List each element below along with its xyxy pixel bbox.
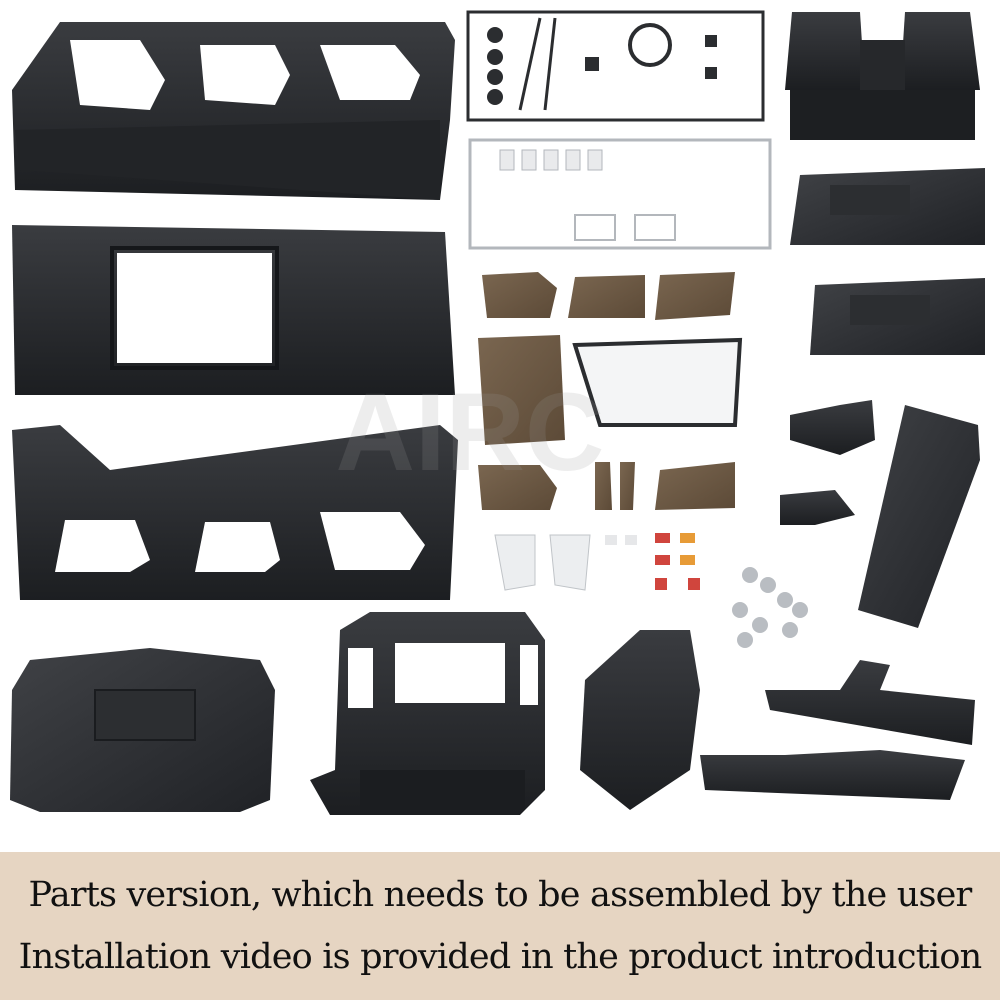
console-panel (810, 278, 985, 355)
dashboard-panel (790, 168, 985, 245)
windshield-frame (572, 337, 743, 427)
watermark-logo: AIRC (336, 371, 605, 494)
spare-tire-mount (765, 660, 975, 745)
accessory-sprue (466, 10, 765, 122)
front-fender-part (580, 630, 700, 810)
hood-panel (10, 648, 275, 812)
front-bumper (700, 750, 965, 800)
tinted-windows (478, 272, 735, 510)
screws-pile (732, 567, 808, 648)
right-side-body-panel (12, 425, 458, 600)
light-parts (494, 533, 700, 591)
clear-light-sprue (468, 138, 772, 250)
caption-banner: Parts version, which needs to be assembl… (0, 852, 1000, 1000)
interior-seats (785, 12, 980, 140)
product-parts-photo: AIRC (10, 10, 985, 815)
left-side-body-panel (12, 22, 455, 200)
running-board (858, 405, 980, 628)
side-mirrors (780, 400, 875, 525)
caption-line-1: Parts version, which needs to be assembl… (28, 875, 973, 915)
caption-line-2: Installation video is provided in the pr… (18, 937, 983, 977)
rear-tailgate (310, 612, 545, 815)
roof-panel (12, 225, 455, 395)
